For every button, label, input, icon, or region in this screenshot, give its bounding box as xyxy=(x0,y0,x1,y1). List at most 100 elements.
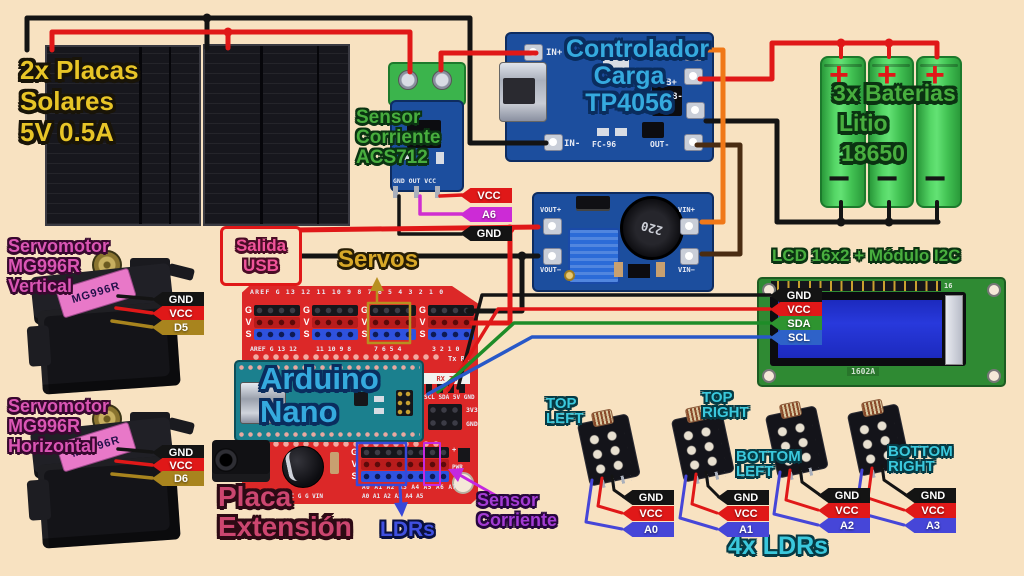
battery-plus-symbol: + xyxy=(877,56,897,94)
tp4056-board-silk: FC-96 xyxy=(592,140,617,149)
bottom-silk-right: A0 A1 A2 A3 A4 A5 xyxy=(362,493,424,500)
arduino-nano-board xyxy=(234,360,424,442)
ldr4-gnd-tag: GND xyxy=(904,488,956,503)
servo-v-gnd-tag: GND xyxy=(152,292,204,307)
panel-busbar xyxy=(260,46,263,224)
battery-18650-3 xyxy=(916,56,962,208)
smd-capacitor xyxy=(436,152,444,164)
servo-horizontal-label: Servomotor MG996R Horizontal xyxy=(8,396,110,456)
servo-h-d6-tag: D6 xyxy=(152,471,204,486)
ldrs-arrow xyxy=(394,485,408,517)
servo-v-vcc-tag: VCC xyxy=(152,306,204,321)
panel-busbar xyxy=(139,47,142,224)
servo-vertical: MG996R xyxy=(10,248,196,400)
ldr-pins-highlight-box xyxy=(355,441,408,487)
sensor-corriente-arrow xyxy=(448,468,504,501)
battery-minus-symbol: − xyxy=(876,158,899,200)
solar-panel-2 xyxy=(203,44,350,226)
mt3608-vin-minus-silk: VIN− xyxy=(678,266,695,274)
reset-button xyxy=(354,392,368,406)
panel-busbar xyxy=(169,47,171,224)
batteries-label: 3x Baterias Litio 18650 xyxy=(833,80,956,166)
acs712-chip xyxy=(407,120,441,148)
smd-resistor xyxy=(614,262,623,277)
lcd-scl-tag: SCL xyxy=(770,330,822,345)
tp4056-out-minus-silk: OUT- xyxy=(650,140,670,149)
silk-3v3: 3V3 xyxy=(466,406,478,414)
a6-pin-highlight-box xyxy=(423,442,441,486)
servo-horizontal: MG996R xyxy=(10,402,196,554)
mt3608-vout-plus-silk: VOUT+ xyxy=(540,206,562,214)
mt3608-board: 220 xyxy=(532,192,714,292)
battery-18650-2 xyxy=(868,56,914,208)
pin-group-1 xyxy=(254,305,300,341)
battery-plus-symbol: + xyxy=(829,56,849,94)
pin-group-2 xyxy=(312,305,358,341)
lcd-gnd-tag: GND xyxy=(770,288,822,303)
servos-pins-highlight-box xyxy=(366,301,412,345)
lcd-side-connector xyxy=(945,295,963,365)
power-header-3v3 xyxy=(428,404,462,430)
txrx-silk: Tx Rx xyxy=(448,355,470,363)
ldr1-vcc-tag: VCC xyxy=(622,506,674,521)
ldr1-a0-tag: A0 xyxy=(622,522,674,537)
ldr3-vcc-tag: VCC xyxy=(818,503,870,518)
ldr3-a2-tag: A2 xyxy=(818,518,870,533)
acs712-label: Sensor Corriente ACS712 xyxy=(356,107,441,168)
smd-resistor xyxy=(374,396,384,402)
pin-group-4 xyxy=(428,305,474,341)
lcd-sda-tag: SDA xyxy=(770,316,822,331)
ldr2-gnd-tag: GND xyxy=(717,490,769,505)
pwr-plus-silk: + xyxy=(452,446,457,454)
lcd-board-silk: 1602A xyxy=(847,367,880,376)
mt3608-chip xyxy=(628,264,650,278)
pwr-silk: PWR xyxy=(452,464,463,471)
servo-h-gnd-tag: GND xyxy=(152,445,204,460)
mounting-hole xyxy=(987,283,1001,297)
group-silk-1: AREF G 13 12 xyxy=(250,345,297,353)
mt3608-vout-minus-pad xyxy=(543,248,562,265)
acs712-pins xyxy=(393,186,447,198)
group-silk-3: 7 6 5 4 xyxy=(374,345,402,353)
mounting-hole xyxy=(987,369,1001,383)
group-silk-2: 11 10 9 8 xyxy=(316,345,352,353)
shield-holes-row xyxy=(252,353,442,361)
micro-usb-slot xyxy=(503,78,535,104)
tp4056-b-minus-silk: B- xyxy=(672,92,683,102)
solar-panel-1 xyxy=(45,45,201,226)
ldr2-a1-tag: A1 xyxy=(717,522,769,537)
smd-resistor xyxy=(597,128,609,136)
micro-usb-port xyxy=(499,62,547,122)
acs712-vcc-tag: VCC xyxy=(460,188,512,203)
rxtx-silk-box: RX TX xyxy=(424,373,470,384)
ldr3-gnd-tag: GND xyxy=(818,488,870,503)
mt3608-vin-plus-silk: VIN+ xyxy=(678,206,695,214)
tp4056-b-minus-pad xyxy=(686,102,705,119)
acs712-pin-silk: GND OUT VCC xyxy=(393,177,437,185)
mini-usb-port xyxy=(240,382,286,424)
lcd-pin-header xyxy=(771,281,941,291)
placa-extension-label: Placa Extensión xyxy=(218,481,352,542)
battery-minus-symbol: − xyxy=(924,158,947,200)
shield-holes-row xyxy=(252,440,442,448)
lcd-vcc-tag: VCC xyxy=(770,302,822,317)
salida-usb-box: Salida USB xyxy=(220,226,302,286)
lcd-title: LCD 16x2 + Módulo I2C xyxy=(772,246,961,265)
mosfet-chip xyxy=(642,122,664,138)
smd-resistor xyxy=(615,128,627,136)
mt3608-vin-plus-pad xyxy=(680,218,699,235)
salida-usb-label: Salida USB xyxy=(235,236,287,275)
jack-opening xyxy=(214,448,238,472)
smd-resistor xyxy=(402,154,412,160)
lcd-pin16-silk: 16 xyxy=(944,282,953,290)
trimmer-potentiometer xyxy=(568,228,620,284)
sensor-corriente-pointer-label: Sensor Corriente xyxy=(477,490,558,530)
nano-pin-row-top xyxy=(238,364,420,371)
resistor xyxy=(330,452,339,474)
